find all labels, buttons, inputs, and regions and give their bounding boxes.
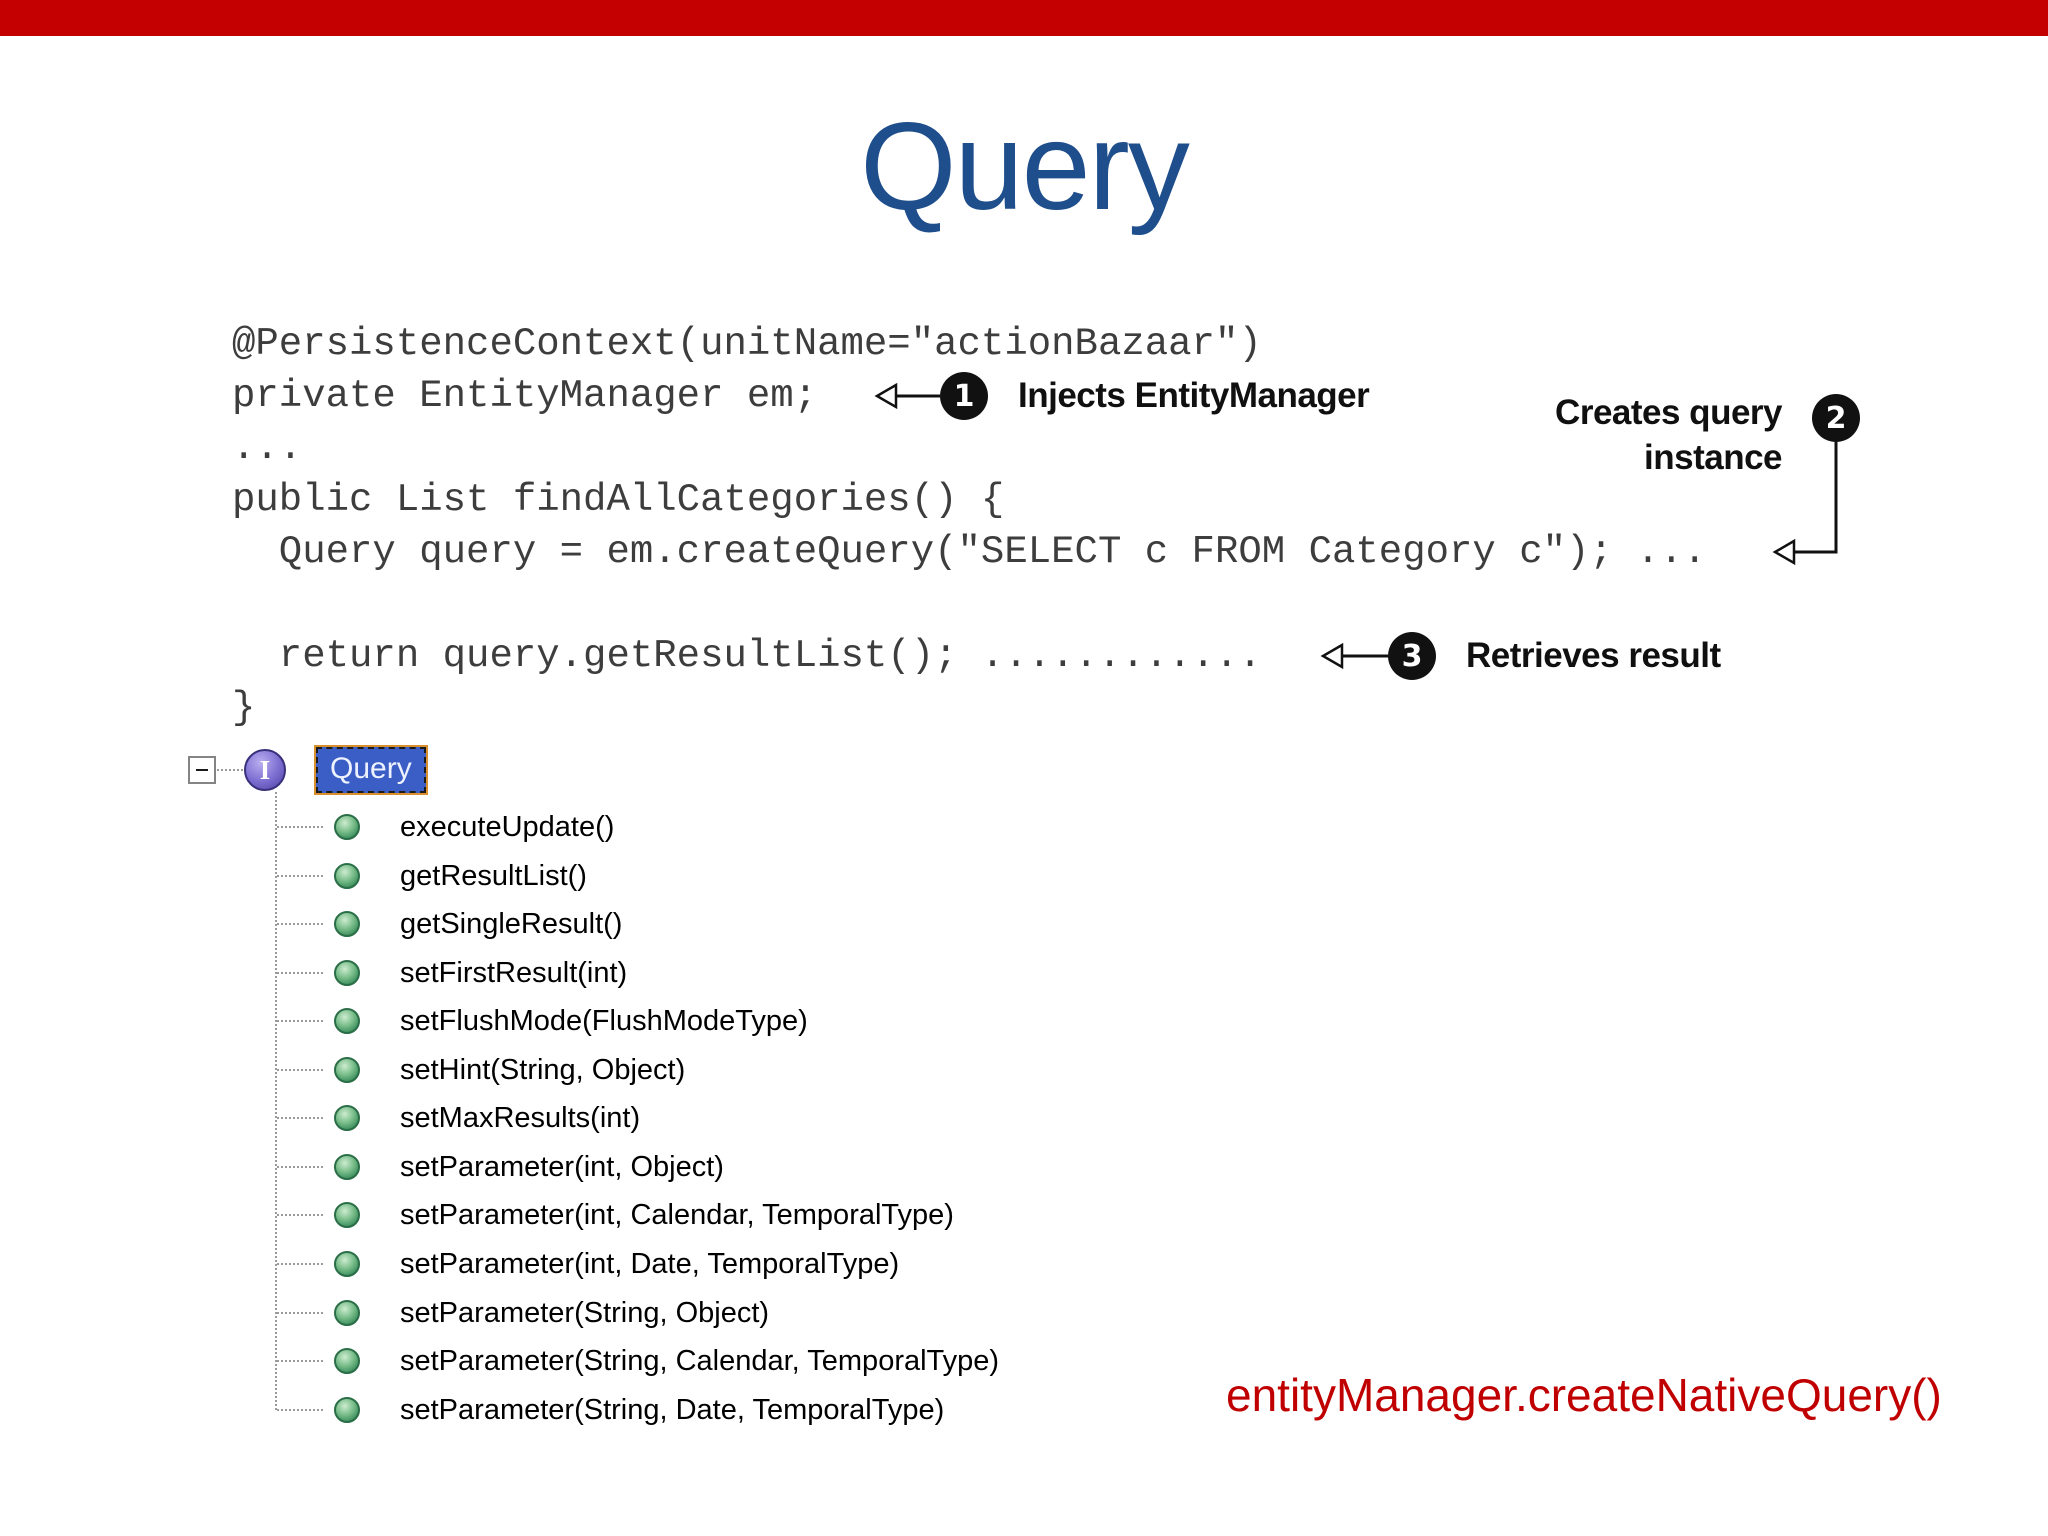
tree-item-label: setFirstResult(int): [400, 956, 628, 989]
method-bullet-icon: [334, 1299, 360, 1326]
method-bullet-icon: [334, 1250, 360, 1277]
method-bullet-icon: [334, 1153, 360, 1180]
left-arrow-icon: [1320, 642, 1388, 670]
tree-connector-dots: [277, 1214, 323, 1217]
tree-connector-dots: [277, 971, 323, 974]
tree-connector-dots: [277, 1117, 323, 1120]
callout-2-label: Creates query instance: [1460, 390, 1782, 480]
tree-connector-dots: [217, 769, 243, 771]
code-block: @PersistenceContext(unitName="actionBaza…: [232, 318, 1706, 734]
method-bullet-icon: [334, 959, 360, 986]
method-bullet-icon: [334, 1105, 360, 1132]
tree-item-label: setParameter(String, Date, TemporalType): [400, 1393, 945, 1426]
tree-collapse-toggle[interactable]: [188, 756, 216, 784]
callout-2-label-line2: instance: [1644, 438, 1783, 477]
tree-item-label: getSingleResult(): [400, 908, 623, 941]
callout-3: 3 Retrieves result: [1320, 632, 1721, 680]
tree-item-setparameter-string-calendar-temporaltype[interactable]: setParameter(String, Calendar, TemporalT…: [0, 1337, 1200, 1385]
tree-item-setmaxresults-int[interactable]: setMaxResults(int): [0, 1094, 1200, 1142]
tree-connector-dots: [277, 874, 323, 877]
method-bullet-icon: [334, 1396, 360, 1423]
method-bullet-icon: [334, 1348, 360, 1375]
method-bullet-icon: [334, 1056, 360, 1083]
method-bullet-icon: [334, 1008, 360, 1035]
method-bullet-icon: [334, 862, 360, 889]
tree-item-label: getResultList(): [400, 859, 587, 892]
tree-item-getsingleresult[interactable]: getSingleResult(): [0, 900, 1200, 948]
code-line: public List findAllCategories() {: [232, 478, 1005, 522]
tree-connector-dots: [277, 826, 323, 828]
callout-2-label-line1: Creates query: [1555, 393, 1782, 432]
code-line: @PersistenceContext(unitName="actionBaza…: [232, 322, 1262, 366]
interface-icon: I: [244, 749, 286, 791]
tree-vertical-connector: [275, 792, 277, 1410]
top-red-bar: [0, 0, 2048, 36]
tree-item-setparameter-int-date-temporaltype[interactable]: setParameter(int, Date, TemporalType): [0, 1240, 1200, 1288]
tree-connector-dots: [277, 923, 323, 926]
tree-item-setflushmode-flushmodetype[interactable]: setFlushMode(FlushModeType): [0, 997, 1200, 1045]
tree-item-setparameter-int-object[interactable]: setParameter(int, Object): [0, 1143, 1200, 1191]
callout-2-connector-arrow-icon: [1772, 442, 1838, 566]
tree-item-label: setFlushMode(FlushModeType): [400, 1005, 808, 1038]
tree-item-label: setParameter(int, Object): [400, 1150, 724, 1183]
tree-item-setparameter-string-object[interactable]: setParameter(String, Object): [0, 1289, 1200, 1337]
tree-item-setparameter-int-calendar-temporaltype[interactable]: setParameter(int, Calendar, TemporalType…: [0, 1191, 1200, 1239]
code-line: Query query = em.createQuery("SELECT c F…: [232, 530, 1707, 574]
tree-item-label: setHint(String, Object): [400, 1053, 686, 1086]
tree-connector-dots: [277, 1165, 323, 1168]
tree-item-label: setParameter(int, Date, TemporalType): [400, 1247, 900, 1280]
tree-item-executeupdate[interactable]: executeUpdate(): [0, 803, 1200, 851]
left-arrow-icon: [874, 382, 940, 410]
code-line: ...: [232, 426, 303, 470]
minus-icon: [196, 769, 208, 771]
tree-item-getresultlist[interactable]: getResultList(): [0, 852, 1200, 900]
callout-3-number-badge: 3: [1388, 632, 1436, 680]
tree-connector-dots: [277, 1262, 323, 1265]
code-line: private EntityManager em;: [232, 374, 818, 418]
callout-1: 1 Injects EntityManager: [874, 372, 1370, 420]
tree-item-label: executeUpdate(): [400, 811, 615, 843]
tree-item-label: setParameter(String, Calendar, TemporalT…: [400, 1345, 1000, 1378]
method-bullet-icon: [334, 814, 360, 840]
code-line: return query.getResultList(); ..........…: [232, 634, 1262, 678]
code-line: [232, 578, 1706, 630]
tree-connector-dots: [277, 1360, 323, 1363]
tree-connector-dots: [277, 1408, 323, 1411]
tree-connector-dots: [277, 1311, 323, 1314]
page-title: Query: [860, 98, 1190, 236]
native-query-note: entityManager.createNativeQuery(): [1226, 1369, 1942, 1421]
tree-root-row: I Query: [188, 746, 426, 794]
callout-1-number-badge: 1: [940, 372, 988, 420]
tree-item-label: setParameter(int, Calendar, TemporalType…: [400, 1199, 954, 1232]
tree-connector-dots: [277, 1020, 323, 1023]
method-bullet-icon: [334, 1202, 360, 1229]
tree-root-label[interactable]: Query: [316, 747, 426, 793]
tree-item-sethint-string-object[interactable]: setHint(String, Object): [0, 1046, 1200, 1094]
tree-item-setparameter-string-date-temporaltype[interactable]: setParameter(String, Date, TemporalType): [0, 1386, 1200, 1434]
callout-3-label: Retrieves result: [1466, 636, 1721, 675]
tree-item-label: setMaxResults(int): [400, 1102, 641, 1135]
callout-1-label: Injects EntityManager: [1018, 376, 1370, 415]
tree-connector-dots: [277, 1068, 323, 1071]
tree-item-setfirstresult-int[interactable]: setFirstResult(int): [0, 949, 1200, 997]
tree-item-label: setParameter(String, Object): [400, 1296, 770, 1329]
method-bullet-icon: [334, 911, 360, 938]
code-line: }: [232, 686, 256, 730]
callout-2-number-badge: 2: [1812, 394, 1860, 442]
